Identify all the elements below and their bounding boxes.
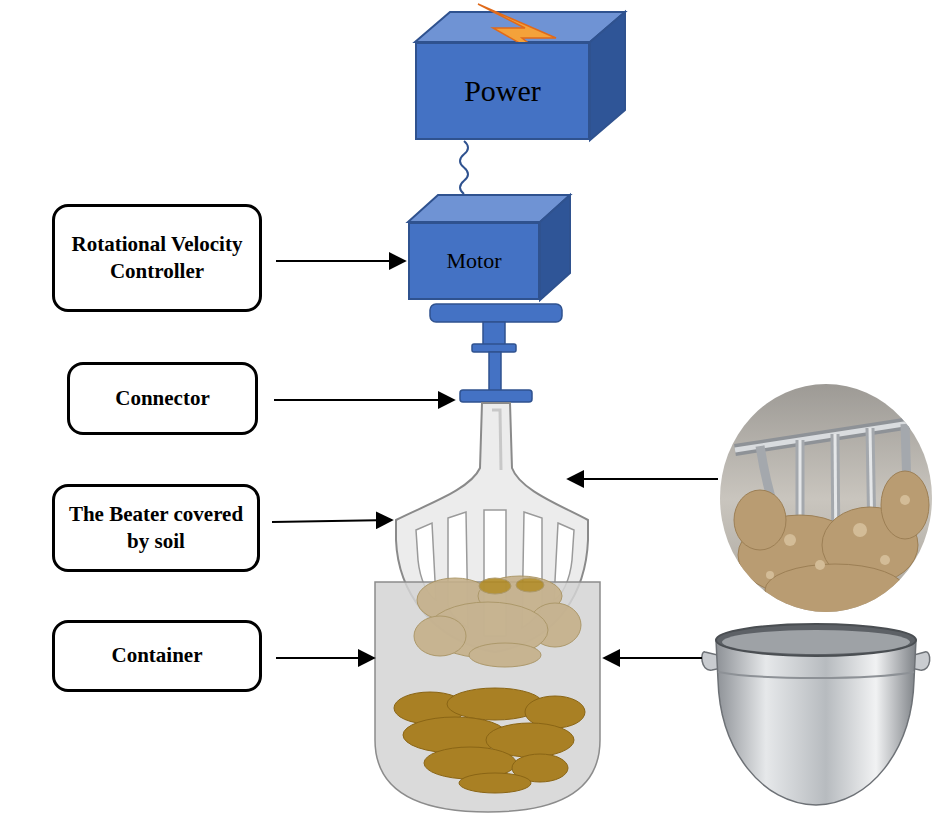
leader-arrows [272,400,718,658]
power-box-3d [415,4,625,140]
node-text: Container [112,642,203,669]
soil-light [414,576,581,667]
bowl-photo [702,624,930,805]
motor-box: Motor [408,222,540,300]
node-text: Rotational Velocity Controller [65,231,249,286]
label-box: The Beater covered by soil [52,484,260,572]
node-text: Power [464,74,541,108]
connector [276,260,405,262]
beater-photo [718,384,932,616]
label-box: Rotational Velocity Controller [52,204,262,312]
connector [460,141,468,194]
node-text: Connector [115,385,209,412]
soil-dark [394,688,585,793]
label-box: Connector [67,362,258,435]
label-box: Container [52,620,262,692]
shaft [430,304,562,402]
node-text: The Beater covered by soil [65,501,247,556]
power-box: Power [415,42,590,140]
motor-box-3d [408,195,570,300]
container [375,576,600,812]
node-text: Motor [447,248,502,274]
